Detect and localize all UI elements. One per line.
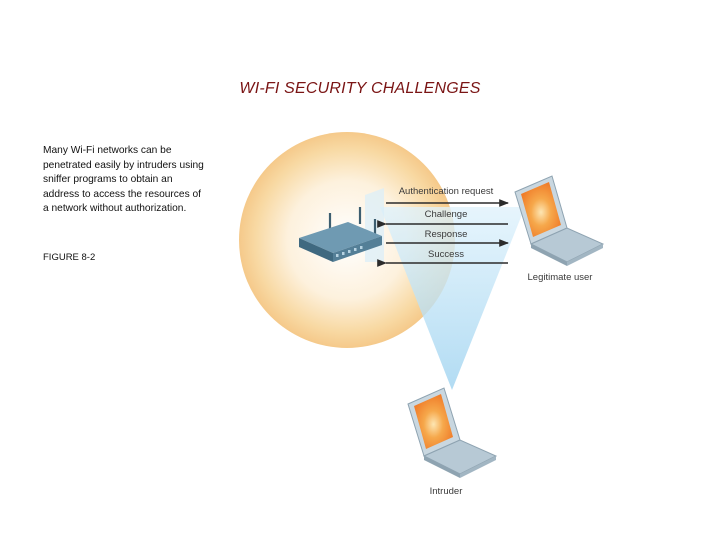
figure-caption: Many Wi-Fi networks can be penetrated ea… [43, 145, 204, 215]
legitimate-user-label: Legitimate user [528, 272, 593, 283]
arrow-label-authentication-request: Authentication request [399, 186, 494, 197]
wireless-router-icon [299, 207, 382, 262]
legitimate-user-laptop-icon [514, 175, 605, 266]
sniffing-beam [380, 207, 525, 390]
exchange-arrows [377, 199, 509, 267]
figure-label: FIGURE 8-2 [43, 252, 96, 263]
intruder-laptop-icon [407, 387, 498, 478]
slide-title: WI-FI SECURITY CHALLENGES [239, 80, 481, 97]
arrow-label-success: Success [428, 249, 464, 260]
arrow-label-challenge: Challenge [425, 209, 468, 220]
intruder-label: Intruder [430, 486, 463, 497]
arrow-label-response: Response [425, 229, 468, 240]
